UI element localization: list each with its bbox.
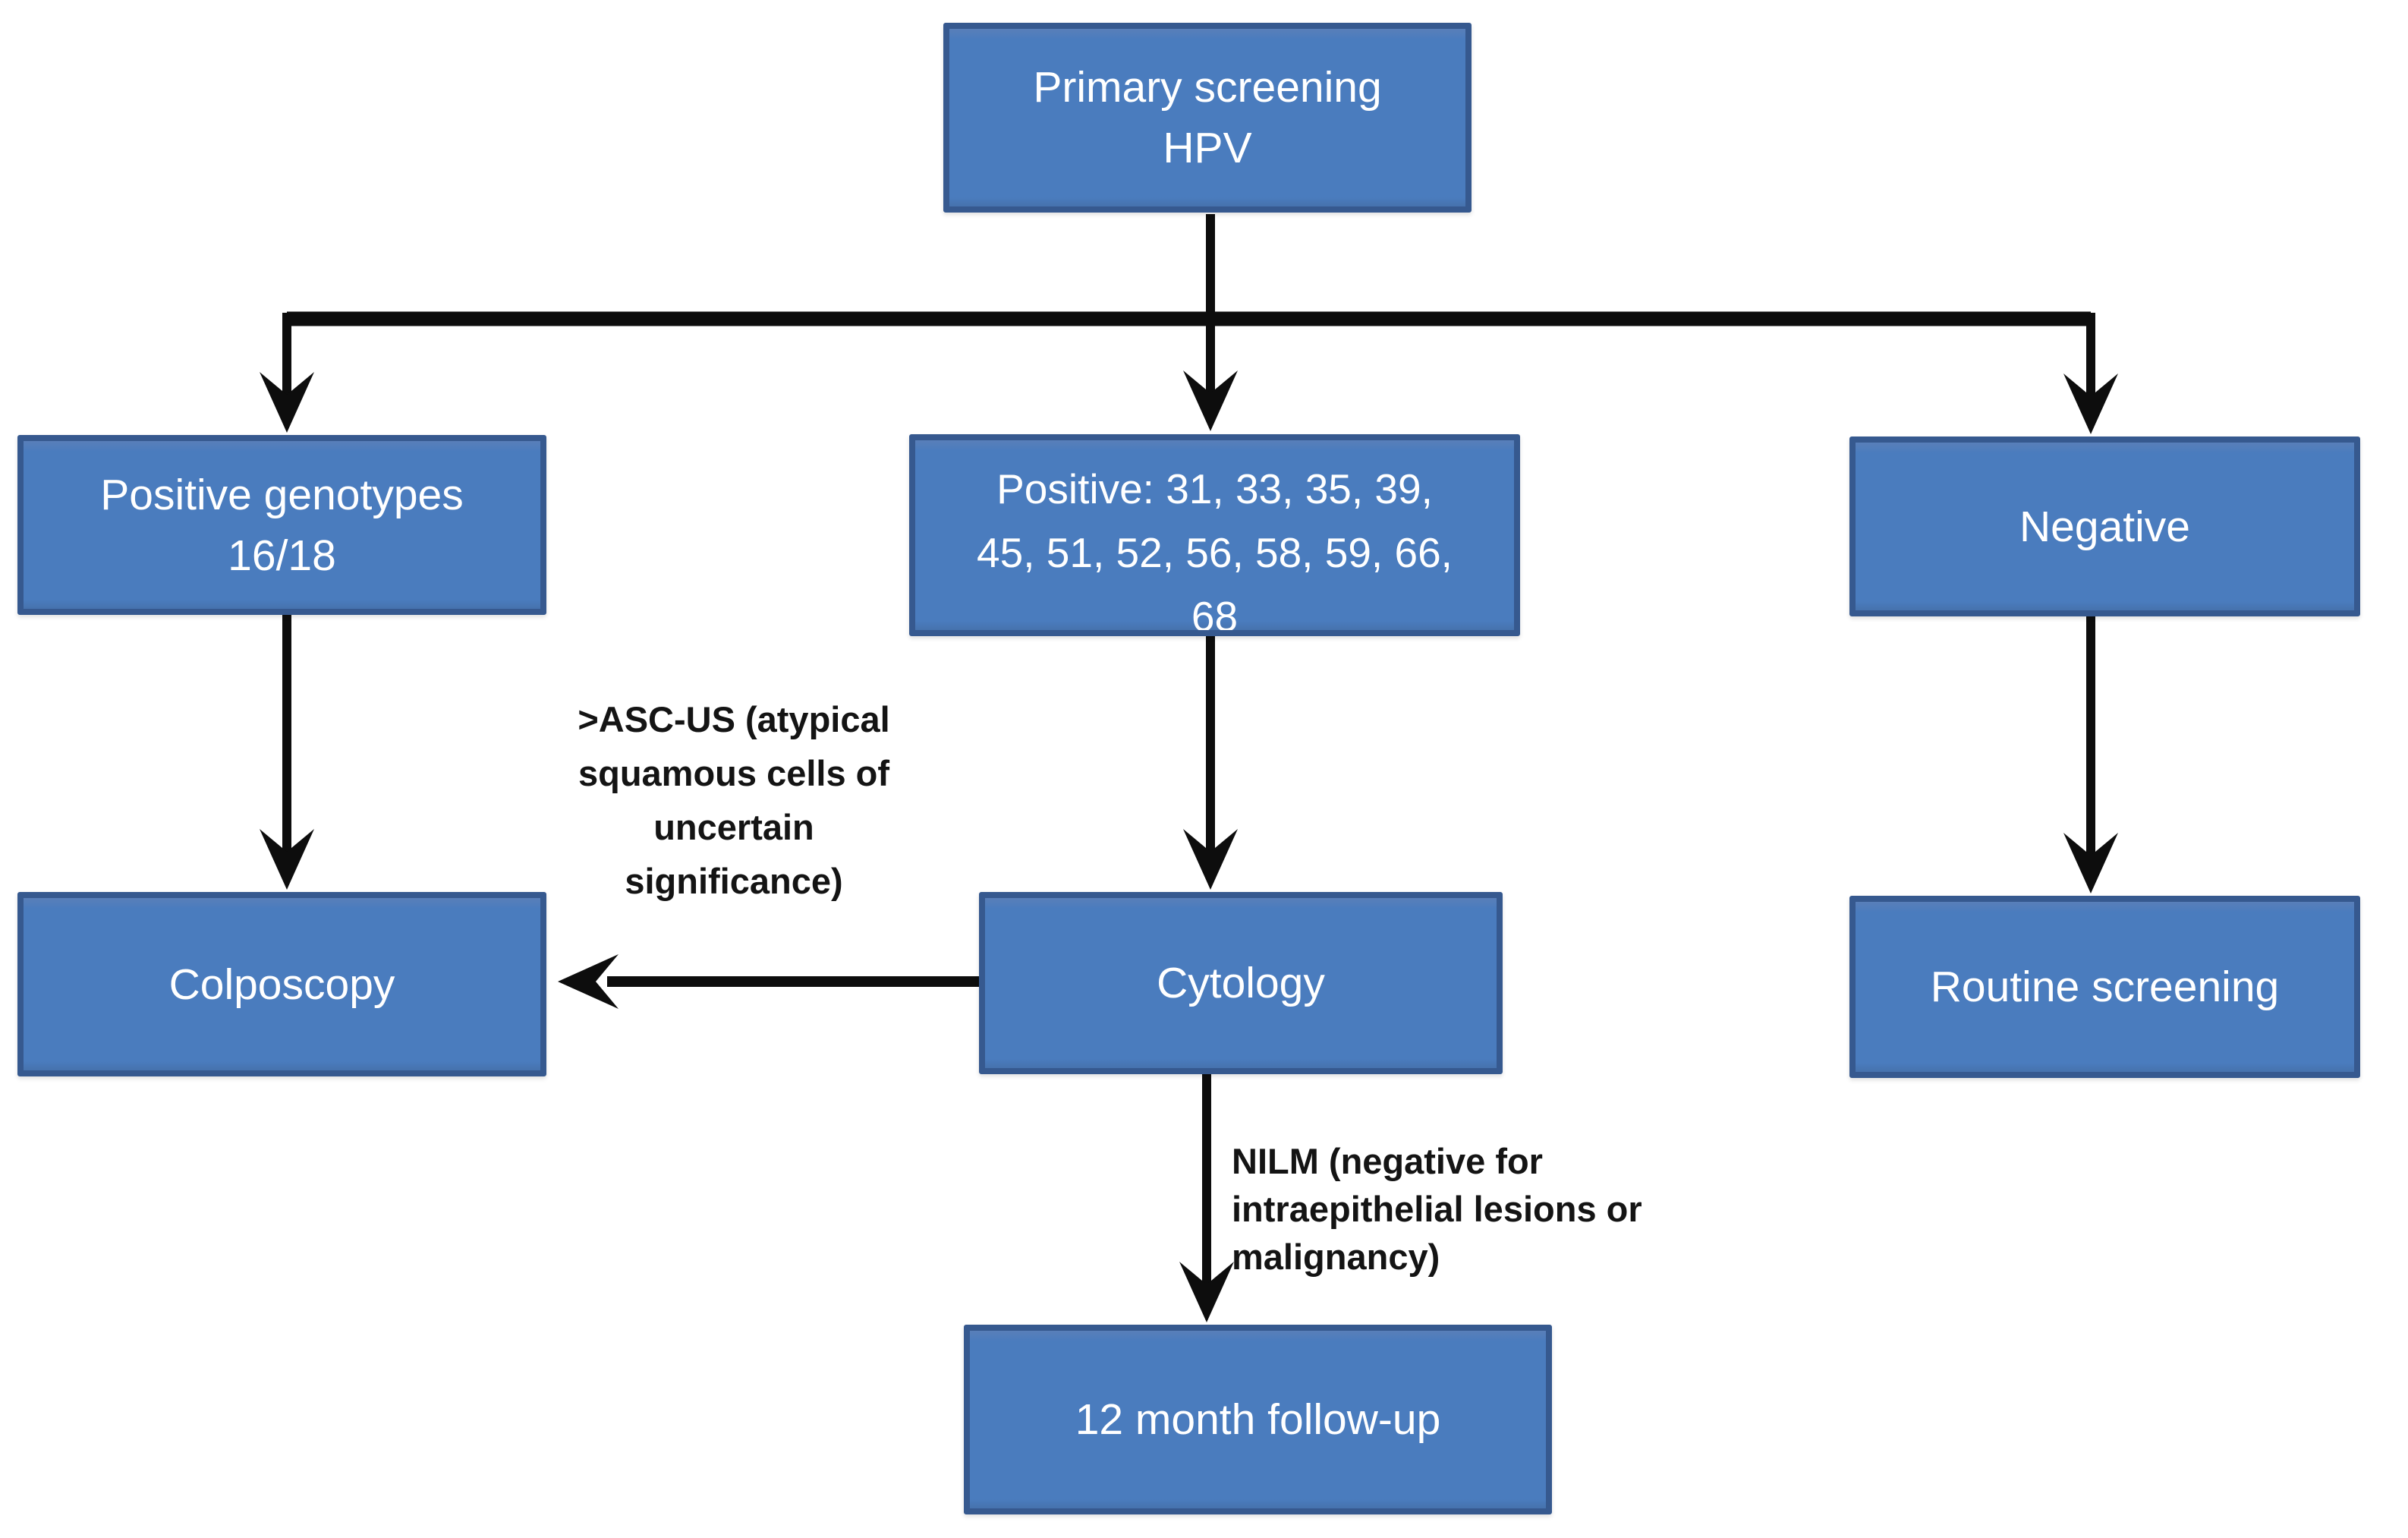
arrowhead-negative xyxy=(2063,373,2118,434)
arrowhead-colposcopy xyxy=(260,829,314,890)
node-cytology: Cytology xyxy=(979,892,1503,1074)
edge-label-ascus: >ASC-US (atypical squamous cells of unce… xyxy=(578,699,890,901)
arrowhead-positive-other xyxy=(1183,370,1238,431)
node-label: Negative xyxy=(2019,502,2190,551)
node-routine-screening: Routine screening xyxy=(1849,896,2360,1078)
arrowhead-routine xyxy=(2063,833,2118,893)
node-label: Primary screening HPV xyxy=(1033,63,1382,172)
node-primary-screening-hpv: Primary screening HPV xyxy=(943,23,1472,213)
arrowhead-followup xyxy=(1179,1262,1234,1322)
node-label: Routine screening xyxy=(1930,963,2280,1011)
node-positive-other-genotypes: Positive: 31, 33, 35, 39, 45, 51, 52, 56… xyxy=(909,434,1520,636)
arrowhead-cytology xyxy=(1183,829,1238,890)
edge-label-nilm: NILM (negative for intraepithelial lesio… xyxy=(1232,1141,1642,1277)
arrowhead-genotypes xyxy=(260,372,314,433)
node-label: Positive genotypes 16/18 xyxy=(100,470,464,580)
node-label: 12 month follow-up xyxy=(1075,1395,1441,1444)
node-12-month-follow-up: 12 month follow-up xyxy=(964,1325,1552,1514)
node-negative: Negative xyxy=(1849,437,2360,616)
node-label: Positive: 31, 33, 35, 39, 45, 51, 52, 56… xyxy=(977,465,1453,636)
arrowhead-colposcopy-left xyxy=(558,954,619,1009)
node-label: Cytology xyxy=(1157,959,1325,1007)
node-colposcopy: Colposcopy xyxy=(17,892,546,1076)
node-positive-genotypes-16-18: Positive genotypes 16/18 xyxy=(17,435,546,615)
node-label: Colposcopy xyxy=(168,960,395,1009)
